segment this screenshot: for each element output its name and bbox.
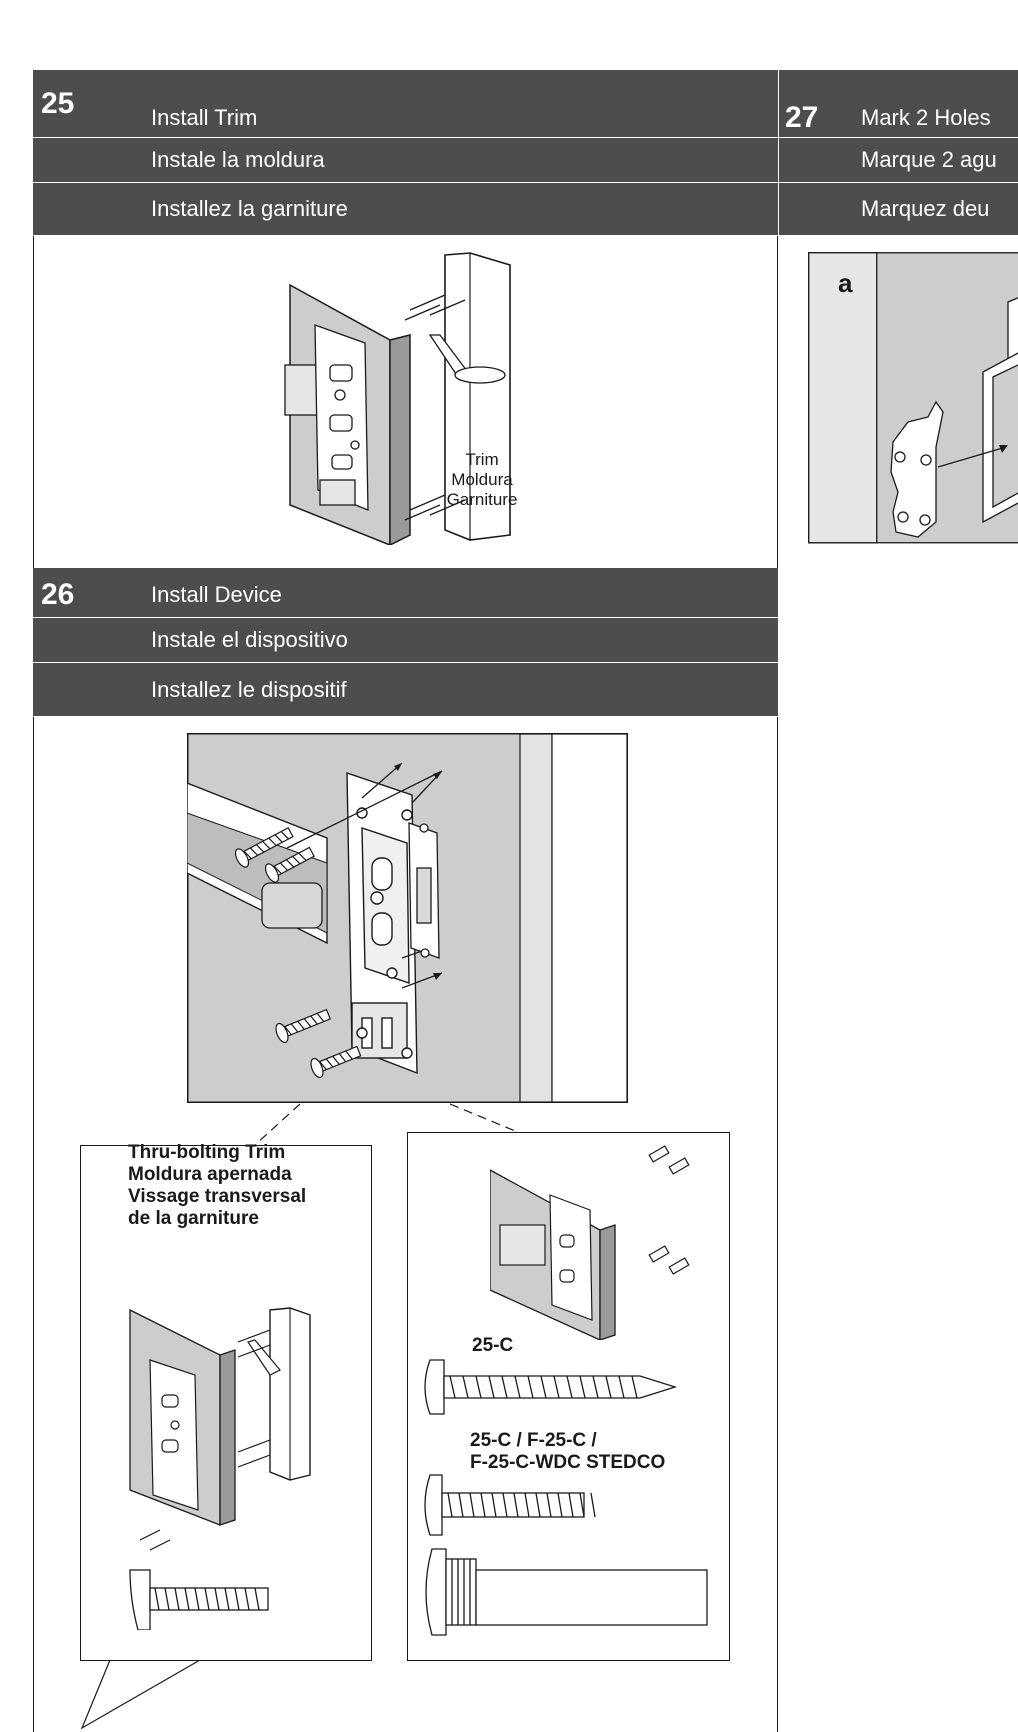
thru-bolting-illustration: [129, 1307, 311, 1630]
step-25-title-fr: Installez la garniture: [151, 196, 348, 221]
step-27-title-es: Marque 2 agu: [861, 147, 997, 172]
step-26-header-es: Instale el dispositivo: [33, 618, 778, 663]
step-27-panel-a-label: a: [838, 268, 853, 298]
step-25-title-en: Install Trim: [151, 105, 258, 130]
screw-label-stedco-1: 25-C / F-25-C /: [470, 1430, 597, 1451]
thru-line-1: Thru-bolting Trim: [128, 1142, 286, 1163]
screw-device-illustration: [490, 1145, 690, 1340]
step-26-number: 26: [41, 578, 75, 611]
step-25-left-border: [33, 236, 34, 568]
step-25-right-border: [777, 236, 778, 568]
step-26-title-fr: Installez le dispositif: [151, 676, 347, 702]
machine-screw-illustration: [424, 1474, 596, 1536]
step-26-header-en: 26 Install Device: [33, 568, 778, 618]
step-26-header-fr: Installez le dispositif: [33, 663, 778, 717]
step-27-title-en: Mark 2 Holes: [861, 105, 991, 130]
step-26-title-es: Instale el dispositivo: [151, 627, 348, 652]
trim-install-illustration: [284, 252, 511, 545]
trim-callout-fr: Garniture: [446, 490, 518, 509]
thru-line-4: de la garniture: [128, 1208, 259, 1229]
step-27-number: 27: [785, 101, 819, 134]
step-27-header-fr: Marquez deu: [778, 183, 1018, 236]
screw-label-stedco-2: F-25-C-WDC STEDCO: [470, 1452, 666, 1473]
step-27-panel-a: [808, 252, 1018, 544]
step-25-header-es: Instale la moldura: [33, 138, 778, 183]
sex-bolt-illustration: [425, 1548, 708, 1636]
step-27-header-es: Marque 2 agu: [778, 138, 1018, 183]
step-26-title-en: Install Device: [151, 582, 282, 607]
screw-label-stedco: 25-C / F-25-C / F-25-C-WDC STEDCO: [470, 1430, 665, 1474]
step-27-title-fr: Marquez deu: [861, 196, 990, 221]
device-install-illustration: [187, 733, 628, 1103]
wood-screw-illustration: [424, 1359, 678, 1415]
step-26-right-border: [777, 717, 778, 1732]
thru-line-3: Vissage transversal: [128, 1186, 307, 1207]
step-26-left-border: [33, 717, 34, 1732]
step-25-header-fr: Installez la garniture: [33, 183, 778, 236]
step-25-header-en: 25 Install Trim: [33, 70, 778, 138]
step-25-title-es: Instale la moldura: [151, 147, 325, 172]
step-27-header-en: 27 Mark 2 Holes: [778, 70, 1018, 138]
step-25-number: 25: [41, 86, 75, 120]
thru-line-2: Moldura apernada: [128, 1164, 292, 1185]
trim-callout-es: Moldura: [451, 470, 513, 489]
trim-callout-en: Trim: [465, 450, 499, 469]
trim-callout: Trim Moldura Garniture: [437, 450, 527, 510]
thru-bolting-text: Thru-bolting Trim Moldura apernada Vissa…: [128, 1142, 306, 1230]
screw-label-25c: 25-C: [472, 1335, 514, 1356]
